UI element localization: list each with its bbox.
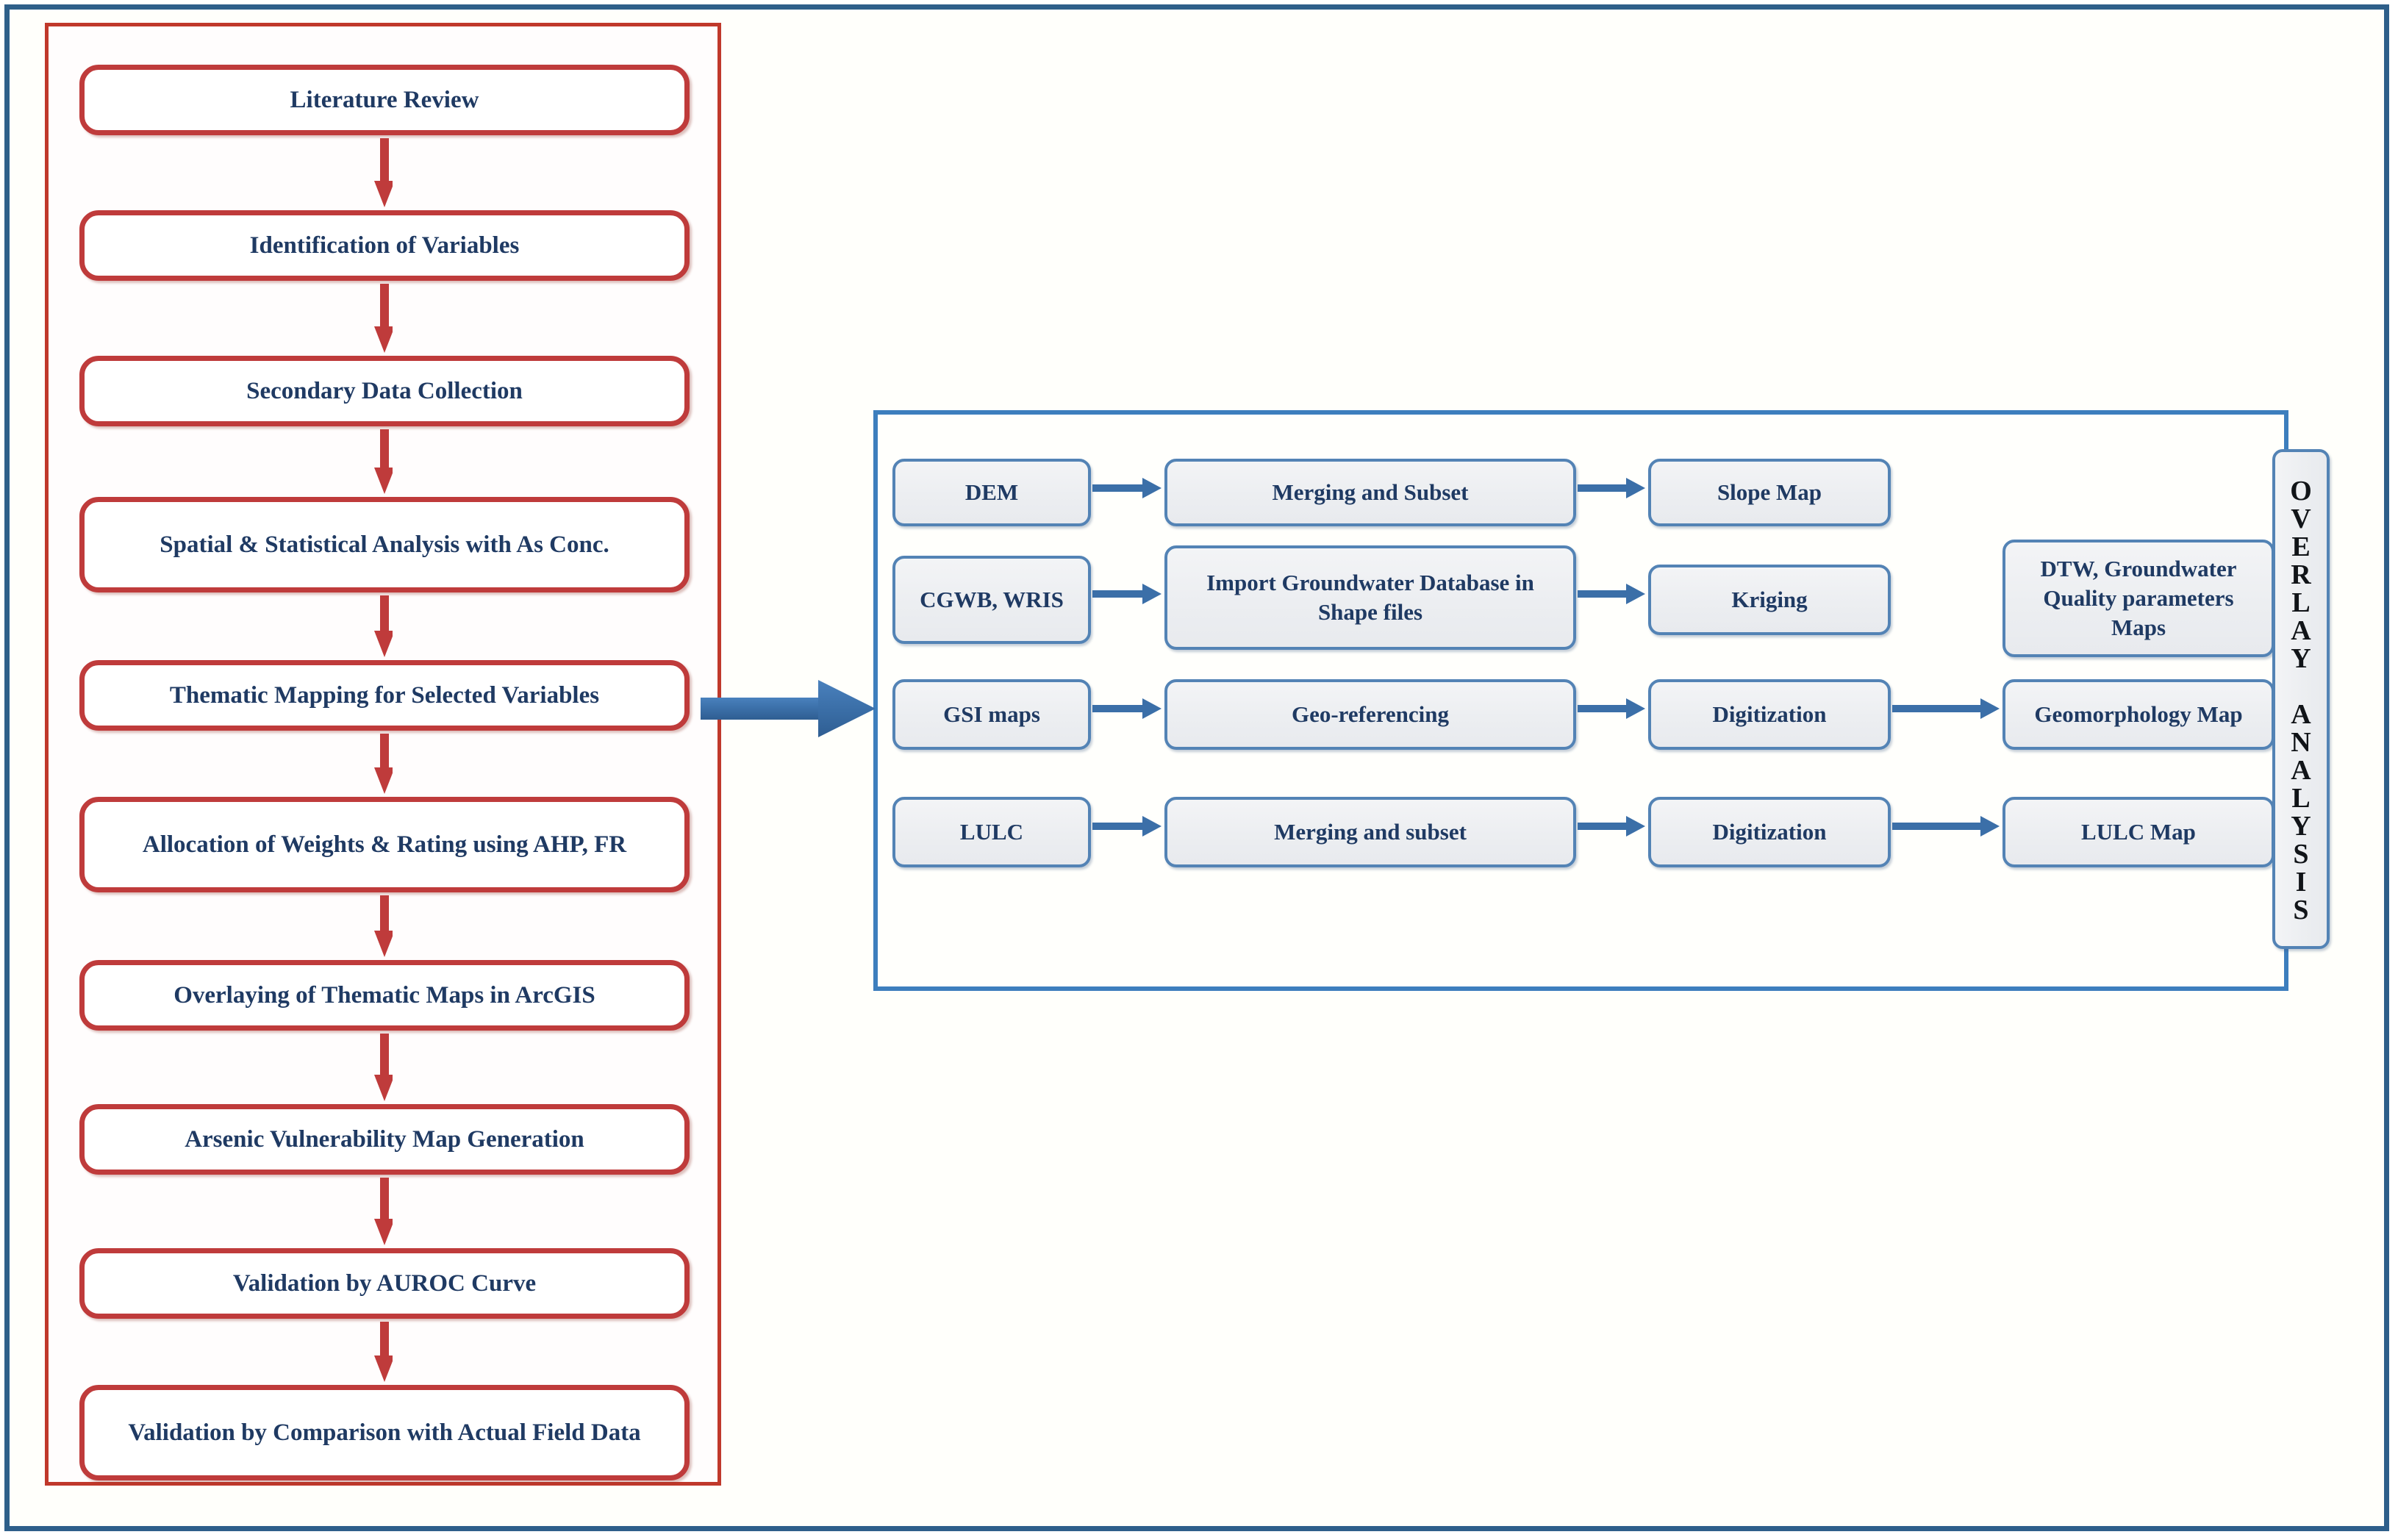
process-box-kriging[interactable]: Kriging [1648,565,1891,635]
workflow-step-validation-auroc[interactable]: Validation by AUROC Curve [79,1248,690,1319]
process-box-geo-referencing[interactable]: Geo-referencing [1164,679,1576,750]
process-box-slope-map[interactable]: Slope Map [1648,459,1891,526]
process-box-merging-subset-1[interactable]: Merging and Subset [1164,459,1576,526]
workflow-step-overlaying-thematic-maps[interactable]: Overlaying of Thematic Maps in ArcGIS [79,960,690,1031]
workflow-step-identification-of-variables[interactable]: Identification of Variables [79,210,690,281]
process-box-lulc-map[interactable]: LULC Map [2002,797,2274,867]
process-arrow-lulc-row-1 [1092,816,1162,837]
workflow-down-arrow-4 [374,595,393,657]
process-box-geomorphology-map[interactable]: Geomorphology Map [2002,679,2274,750]
process-box-dem[interactable]: DEM [892,459,1091,526]
workflow-down-arrow-2 [374,284,393,353]
process-arrow-groundwater-row-1 [1092,584,1162,604]
workflow-down-arrow-6 [374,895,393,957]
workflow-down-arrow-8 [374,1178,393,1245]
workflow-step-spatial-statistical-analysis[interactable]: Spatial & Statistical Analysis with As C… [79,497,690,592]
process-box-merging-subset-2[interactable]: Merging and subset [1164,797,1576,867]
workflow-step-literature-review[interactable]: Literature Review [79,65,690,135]
process-arrow-gsi-row-3 [1892,698,2000,719]
overlay-analysis-text: OVERLAY ANALYSIS [2286,476,2316,923]
workflow-down-arrow-7 [374,1034,393,1101]
process-box-dtw-groundwater-quality[interactable]: DTW, Groundwater Quality parameters Maps [2002,540,2274,657]
thematic-mapping-to-overlay-arrow [701,680,876,737]
process-arrow-lulc-row-2 [1578,816,1645,837]
process-box-digitization-1[interactable]: Digitization [1648,679,1891,750]
process-box-lulc[interactable]: LULC [892,797,1091,867]
overlay-analysis-label-box: OVERLAY ANALYSIS [2272,449,2330,949]
process-box-digitization-2[interactable]: Digitization [1648,797,1891,867]
workflow-down-arrow-3 [374,429,393,494]
process-arrow-dem-row-2 [1578,478,1645,498]
workflow-down-arrow-9 [374,1322,393,1382]
process-box-import-groundwater-db[interactable]: Import Groundwater Database in Shape fil… [1164,545,1576,650]
process-box-cgwb-wris[interactable]: CGWB, WRIS [892,556,1091,644]
process-box-gsi-maps[interactable]: GSI maps [892,679,1091,750]
workflow-step-thematic-mapping[interactable]: Thematic Mapping for Selected Variables [79,660,690,731]
workflow-down-arrow-1 [374,138,393,207]
process-arrow-gsi-row-1 [1092,698,1162,719]
workflow-step-validation-field-data[interactable]: Validation by Comparison with Actual Fie… [79,1385,690,1480]
workflow-down-arrow-5 [374,734,393,794]
process-arrow-gsi-row-2 [1578,698,1645,719]
process-arrow-dem-row-1 [1092,478,1162,498]
process-arrow-lulc-row-3 [1892,816,2000,837]
workflow-step-arsenic-vulnerability-map[interactable]: Arsenic Vulnerability Map Generation [79,1104,690,1175]
workflow-step-allocation-of-weights[interactable]: Allocation of Weights & Rating using AHP… [79,797,690,892]
workflow-step-secondary-data-collection[interactable]: Secondary Data Collection [79,356,690,426]
process-arrow-groundwater-row-2 [1578,584,1645,604]
